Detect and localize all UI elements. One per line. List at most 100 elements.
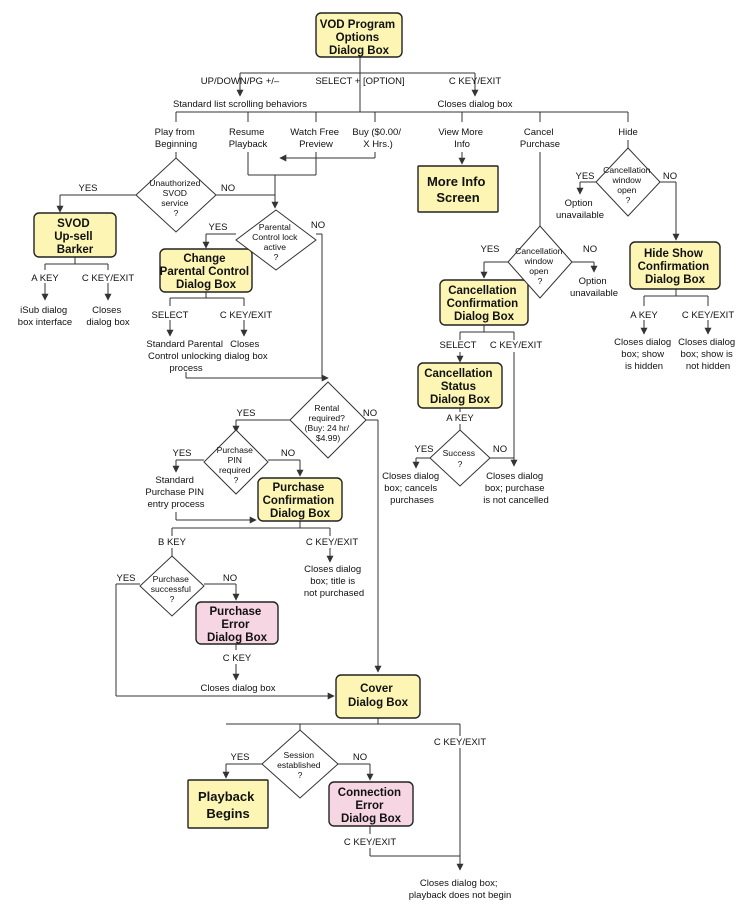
select-label-parental: SELECT bbox=[152, 310, 189, 321]
hide-show-line-3: Dialog Box bbox=[645, 274, 706, 286]
connection-error-line-2: Error bbox=[355, 800, 384, 812]
no-label-hide-window: NO bbox=[663, 171, 677, 182]
svg-text:Change Parental Control: Change Parental Control Dialog Box bbox=[160, 253, 253, 291]
svg-text:Cancellation Confirmatio: Cancellation Confirmation Dialog Box bbox=[447, 285, 522, 323]
svg-text:Purchase PIN requi: Purchase PIN required ? bbox=[217, 445, 256, 485]
success-line-1: Success bbox=[443, 448, 475, 458]
change-parental-line-1: Change bbox=[183, 253, 225, 265]
closes-hidden-label: Closes dialog box; show is hidden bbox=[614, 337, 674, 372]
buy-label: Buy ($0.00/ X Hrs.) bbox=[352, 127, 403, 150]
no-label-cancel-window: NO bbox=[583, 244, 597, 255]
svg-text:Purchase Error Dia: Purchase Error Dialog Box bbox=[207, 606, 268, 644]
svg-text:Hide Show Confirmation: Hide Show Confirmation Dialog Box bbox=[638, 248, 713, 286]
vod-options-line-1: VOD Program bbox=[320, 19, 395, 31]
yes-label-hide-window: YES bbox=[575, 171, 594, 182]
purchase-confirm-line-2: Confirmation bbox=[263, 495, 335, 507]
cancel-confirm-line-3: Dialog Box bbox=[454, 311, 515, 323]
parental-line-1: Parental bbox=[259, 222, 291, 232]
svod-upsell-barker-box: SVOD Up-sell Barker bbox=[33, 212, 117, 258]
yes-label-purchase-successful: YES bbox=[116, 573, 135, 584]
svg-text:Purchase successful: Purchase successful ? bbox=[151, 574, 194, 604]
hide-label: Hide bbox=[618, 127, 638, 138]
closes-label-parental: Closes dialog box bbox=[224, 339, 268, 362]
cancel-window-line-2: window bbox=[523, 256, 553, 266]
unauthorized-line-3: service bbox=[161, 198, 188, 208]
parental-lock-decision: Parental Control lock active ? bbox=[235, 209, 317, 271]
svod-line-2: Up-sell bbox=[54, 231, 92, 243]
cancel-purchase-label: Cancel Purchase bbox=[520, 127, 560, 150]
svg-text:Session established: Session established ? bbox=[277, 750, 323, 780]
std-purchase-pin-label: Standard Purchase PIN entry process bbox=[145, 475, 206, 510]
a-key-label-svod: A KEY bbox=[31, 273, 59, 284]
closes-dialog-top-label: Closes dialog box bbox=[438, 99, 513, 110]
success-line-2: ? bbox=[458, 459, 463, 469]
vod-options-line-3: Dialog Box bbox=[329, 45, 390, 57]
no-label-session: NO bbox=[353, 752, 367, 763]
c-key-exit-top-label: C KEY/EXIT bbox=[449, 76, 501, 87]
hide-show-confirmation-box: Hide Show Confirmation Dialog Box bbox=[629, 241, 721, 290]
playback-line-2: Begins bbox=[206, 806, 249, 821]
playback-begins-box: Playback Begins bbox=[187, 779, 269, 829]
rental-line-4: $4.99) bbox=[316, 433, 341, 443]
cancel-status-line-3: Dialog Box bbox=[430, 394, 491, 406]
up-down-label: UP/DOWN/PG +/– bbox=[201, 76, 280, 87]
hide-show-line-1: Hide Show bbox=[644, 248, 703, 260]
purchase-successful-line-3: ? bbox=[170, 594, 175, 604]
svg-text:Rental required? (: Rental required? (Buy: 24 hr/ $4.99) bbox=[305, 403, 352, 443]
svg-text:SVOD Up-sell Barke: SVOD Up-sell Barker bbox=[54, 218, 96, 256]
c-key-label-purchase-error: C KEY bbox=[223, 653, 252, 664]
closes-dialog-label-purchase-error: Closes dialog box bbox=[201, 683, 276, 694]
b-key-label: B KEY bbox=[158, 537, 187, 548]
purchase-confirm-line-1: Purchase bbox=[273, 482, 325, 494]
cancel-confirm-line-1: Cancellation bbox=[448, 285, 516, 297]
yes-label-unauthorized: YES bbox=[78, 183, 97, 194]
c-key-exit-label-cancel: C KEY/EXIT bbox=[490, 340, 542, 351]
purchase-pin-decision: Purchase PIN required ? bbox=[203, 429, 269, 495]
purchase-error-line-1: Purchase bbox=[210, 606, 262, 618]
unauthorized-svod-decision: Unauthorized SVOD service ? bbox=[135, 157, 217, 233]
closes-cancels-label: Closes dialog box; cancels purchases bbox=[382, 471, 442, 506]
purchase-successful-decision: Purchase successful ? bbox=[139, 555, 205, 617]
purchase-error-line-3: Dialog Box bbox=[207, 632, 268, 644]
cancel-window-line-1: Cancellation bbox=[515, 246, 563, 256]
yes-label-rental: YES bbox=[236, 408, 255, 419]
a-key-label-cancel-status: A KEY bbox=[446, 413, 474, 424]
parental-line-4: ? bbox=[274, 252, 279, 262]
playback-line-1: Playback bbox=[198, 789, 255, 804]
svg-text:Cancellation Status: Cancellation Status Dialog Box bbox=[424, 368, 496, 406]
svg-text:Cancellation window: Cancellation window open ? bbox=[515, 246, 565, 286]
cover-line-2: Dialog Box bbox=[348, 697, 409, 709]
svg-text:Cover Dialog Box: Cover Dialog Box bbox=[348, 683, 409, 709]
svg-text:Purchase Confirmation: Purchase Confirmation Dialog Box bbox=[263, 482, 338, 520]
closes-label-svod: Closes dialog box bbox=[86, 305, 130, 328]
closes-not-cancelled-label: Closes dialog box; purchase is not cance… bbox=[483, 471, 548, 506]
cover-line-1: Cover bbox=[360, 683, 393, 695]
purchase-successful-line-2: successful bbox=[151, 584, 191, 594]
svg-text:Parental Control lock: Parental Control lock active ? bbox=[252, 222, 300, 262]
parental-line-3: active bbox=[264, 242, 287, 252]
svg-text:Cancellation window: Cancellation window open ? bbox=[603, 165, 653, 205]
isub-label: iSub dialog box interface bbox=[18, 305, 72, 328]
option-unavailable-label-cancel: Option unavailable bbox=[570, 276, 618, 299]
more-info-line-2: Screen bbox=[436, 190, 479, 205]
view-more-info-label: View More Info bbox=[438, 127, 485, 150]
c-key-exit-label-cover: C KEY/EXIT bbox=[434, 737, 486, 748]
more-info-screen-box: More Info Screen bbox=[417, 165, 499, 213]
yes-label-pin: YES bbox=[172, 448, 191, 459]
purchase-confirmation-box: Purchase Confirmation Dialog Box bbox=[257, 477, 343, 522]
play-beginning-label: Play from Beginning bbox=[155, 127, 198, 150]
success-decision: Success ? bbox=[429, 429, 491, 487]
pin-line-3: required bbox=[219, 465, 251, 475]
svg-text:Connection Error D: Connection Error Dialog Box bbox=[338, 787, 404, 825]
hide-window-line-3: open bbox=[617, 185, 636, 195]
select-label-cancel: SELECT bbox=[440, 340, 477, 351]
rental-line-3: (Buy: 24 hr/ bbox=[305, 423, 350, 433]
vod-options-dialog-box: VOD Program Options Dialog Box bbox=[315, 12, 403, 58]
cancel-status-line-2: Status bbox=[441, 381, 476, 393]
hide-window-line-2: window bbox=[611, 175, 641, 185]
cancellation-confirmation-box: Cancellation Confirmation Dialog Box bbox=[439, 279, 529, 326]
unauthorized-line-1: Unauthorized bbox=[149, 178, 200, 188]
cancel-window-line-4: ? bbox=[538, 276, 543, 286]
closes-not-purchased-label: Closes dialog box; title is not purchase… bbox=[304, 564, 364, 599]
